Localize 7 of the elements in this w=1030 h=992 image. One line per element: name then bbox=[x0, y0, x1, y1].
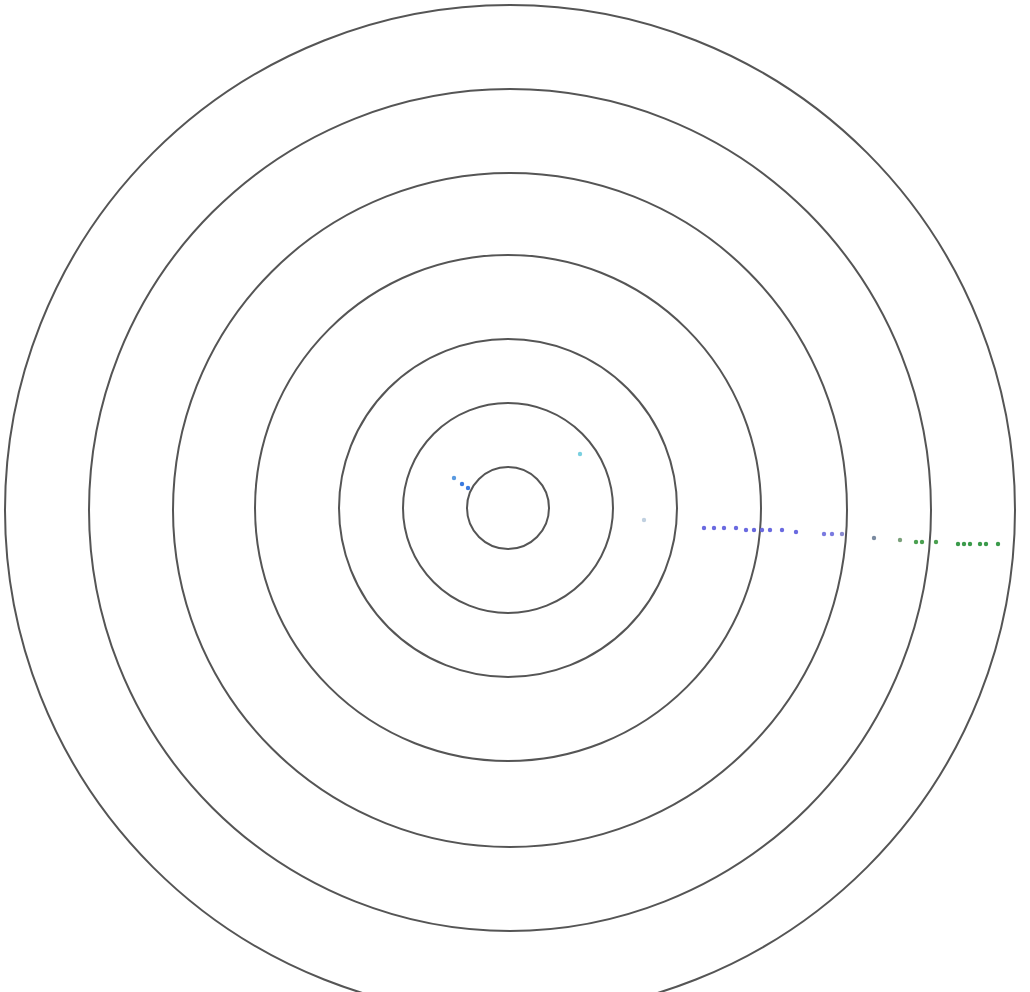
concentric-ring bbox=[4, 4, 1016, 992]
concentric-ring bbox=[254, 254, 763, 763]
concentric-ring bbox=[171, 171, 848, 848]
concentric-ring bbox=[465, 465, 550, 550]
concentric-ring bbox=[401, 401, 614, 614]
concentric-ring bbox=[338, 338, 679, 679]
concentric-ring bbox=[87, 87, 932, 932]
